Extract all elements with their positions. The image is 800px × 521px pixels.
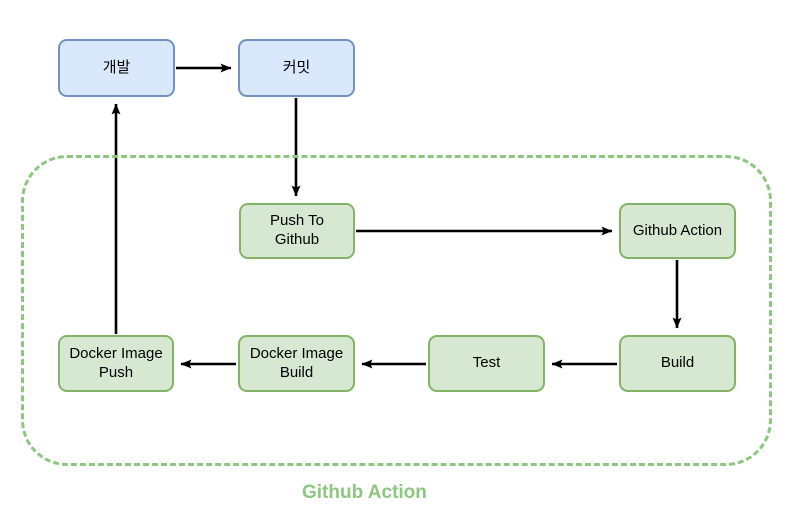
node-test[interactable]: Test <box>428 335 545 392</box>
node-commit[interactable]: 커밋 <box>238 39 355 97</box>
node-docker-image-build[interactable]: Docker Image Build <box>238 335 355 392</box>
github-action-group-boundary <box>21 155 772 466</box>
node-develop[interactable]: 개발 <box>58 39 175 97</box>
node-push-to-github[interactable]: Push To Github <box>239 203 355 259</box>
node-build[interactable]: Build <box>619 335 736 392</box>
node-github-action[interactable]: Github Action <box>619 203 736 259</box>
github-action-group-label: Github Action <box>302 482 427 503</box>
node-docker-image-push[interactable]: Docker Image Push <box>58 335 174 392</box>
